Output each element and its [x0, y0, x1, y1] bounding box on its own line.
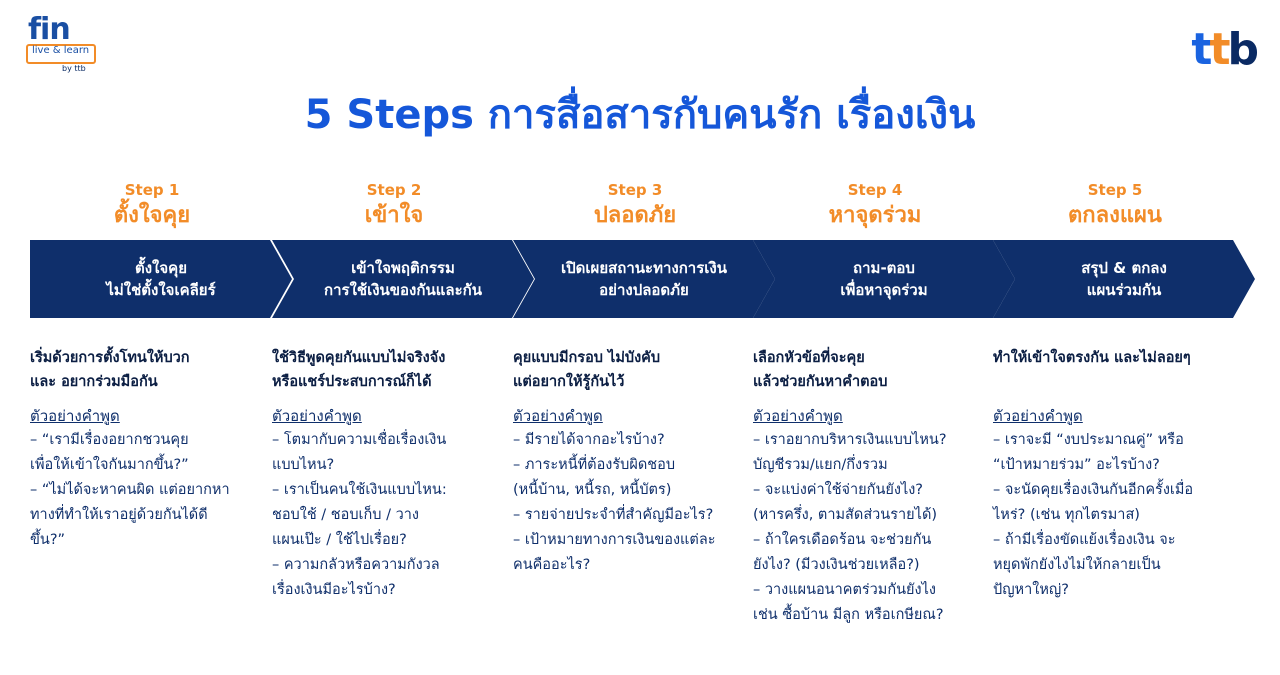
step-column-5: Step 5 ตกลงแผน สรุป & ตกลง แผนร่วมกัน ทำ… [993, 180, 1255, 603]
step-banner-text: เข้าใจพฤติกรรม การใช้เงินของกันและกัน [324, 259, 482, 299]
example-item: – ถ้าใครเดือดร้อน จะช่วยกัน ยังไง? (มีวง… [753, 532, 932, 573]
fin-logo-byline: by ttb [62, 64, 86, 73]
step-title: หาจุดร่วม [828, 203, 922, 228]
step-summary: ทำให้เข้าใจตรงกัน และไม่ลอยๆ [993, 350, 1191, 366]
step-chevron-banner: เปิดเผยสถานะทางการเงิน อย่างปลอดภัย [513, 240, 775, 318]
example-item: – เราอยากบริหารเงินแบบไหน? บัญชีรวม/แยก/… [753, 432, 947, 473]
step-banner-text: ตั้งใจคุย ไม่ใช่ตั้งใจเคลียร์ [106, 259, 216, 299]
example-item: – เราจะมี “งบประมาณคู่” หรือ “เป้าหมายร่… [993, 432, 1184, 473]
example-heading: ตัวอย่างคำพูด [272, 407, 362, 425]
example-heading: ตัวอย่างคำพูด [753, 407, 843, 425]
example-item: – วางแผนอนาคตร่วมกันยังไง เช่น ซื้อบ้าน … [753, 582, 944, 623]
example-item: – “เรามีเรื่องอยากชวนคุย เพื่อให้เข้าใจก… [30, 432, 189, 473]
step-column-4: Step 4 หาจุดร่วม ถาม-ตอบ เพื่อหาจุดร่วม … [753, 180, 1015, 628]
example-item: – รายจ่ายประจำที่สำคัญมีอะไร? [513, 507, 714, 523]
step-banner-text: สรุป & ตกลง แผนร่วมกัน [1081, 259, 1167, 299]
step-column-2: Step 2 เข้าใจ เข้าใจพฤติกรรม การใช้เงินข… [272, 180, 534, 603]
example-heading: ตัวอย่างคำพูด [993, 407, 1083, 425]
step-label: Step 3 [607, 181, 663, 199]
step-chevron-banner: สรุป & ตกลง แผนร่วมกัน [993, 240, 1255, 318]
example-item: – ถ้ามีเรื่องขัดแย้งเรื่องเงิน จะ หยุดพั… [993, 532, 1176, 598]
example-item: – เป้าหมายทางการเงินของแต่ละ คนคืออะไร? [513, 532, 716, 573]
step-label: Step 1 [124, 181, 180, 199]
ttb-logo-t1: t [1191, 24, 1212, 75]
page-title: 5 Steps การสื่อสารกับคนรัก เรื่องเงิน [304, 92, 976, 138]
step-summary: เลือกหัวข้อที่จะคุย แล้วช่วยกันหาคำตอบ [753, 350, 888, 390]
example-list: – เราจะมี “งบประมาณคู่” หรือ “เป้าหมายร่… [993, 428, 1237, 603]
step-title: ปลอดภัย [593, 203, 677, 228]
step-chevron-banner: ถาม-ตอบ เพื่อหาจุดร่วม [753, 240, 1015, 318]
fin-live-learn-logo: fin live & learn by ttb [24, 12, 100, 74]
fin-logo-tagline: live & learn [32, 45, 90, 56]
step-title: ตั้งใจคุย [113, 203, 191, 228]
example-item: – เราเป็นคนใช้เงินแบบไหน: ชอบใช้ / ชอบเก… [272, 482, 447, 548]
step-summary: เริ่มด้วยการตั้งโทนให้บวก และ อยากร่วมมื… [30, 350, 190, 390]
example-list: – มีรายได้จากอะไรบ้าง? – ภาระหนี้ที่ต้อง… [513, 428, 757, 578]
example-heading: ตัวอย่างคำพูด [513, 407, 603, 425]
example-item: – มีรายได้จากอะไรบ้าง? [513, 432, 665, 448]
fin-logo-word: fin [28, 12, 71, 47]
step-column-1: Step 1 ตั้งใจคุย ตั้งใจคุย ไม่ใช่ตั้งใจเ… [30, 180, 292, 553]
step-title: เข้าใจ [364, 203, 424, 228]
example-item: – โตมากับความเชื่อเรื่องเงิน แบบไหน? [272, 432, 447, 473]
ttb-logo-t2: t [1209, 24, 1230, 75]
example-item: – จะแบ่งค่าใช้จ่ายกันยังไง? (หารครึ่ง, ต… [753, 482, 938, 523]
step-banner-text: เปิดเผยสถานะทางการเงิน อย่างปลอดภัย [561, 259, 727, 299]
step-label: Step 5 [1087, 181, 1143, 199]
step-chevron-banner: เข้าใจพฤติกรรม การใช้เงินของกันและกัน [272, 240, 534, 318]
example-item: – ความกลัวหรือความกังวล เรื่องเงินมีอะไร… [272, 557, 440, 598]
step-summary: คุยแบบมีกรอบ ไม่บังคับ แต่อยากให้รู้กันไ… [513, 350, 661, 390]
step-summary: ใช้วิธีพูดคุยกันแบบไม่จริงจัง หรือแชร์ปร… [272, 350, 446, 390]
step-label: Step 4 [847, 181, 903, 199]
example-item: – จะนัดคุยเรื่องเงินกันอีกครั้งเมื่อ ไหร… [993, 482, 1194, 523]
example-item: – “ไม่ได้จะหาคนผิด แต่อยากหา ทางที่ทำให้… [30, 482, 230, 548]
speech-bubble-icon [26, 44, 96, 64]
example-list: – เราอยากบริหารเงินแบบไหน? บัญชีรวม/แยก/… [753, 428, 997, 628]
example-list: – “เรามีเรื่องอยากชวนคุย เพื่อให้เข้าใจก… [30, 428, 274, 553]
example-list: – โตมากับความเชื่อเรื่องเงิน แบบไหน? – เ… [272, 428, 516, 603]
example-item: – ภาระหนี้ที่ต้องรับผิดชอบ (หนี้บ้าน, หน… [513, 457, 676, 498]
step-chevron-banner: ตั้งใจคุย ไม่ใช่ตั้งใจเคลียร์ [30, 240, 292, 318]
step-title: ตกลงแผน [1068, 203, 1162, 228]
example-heading: ตัวอย่างคำพูด [30, 407, 120, 425]
step-column-3: Step 3 ปลอดภัย เปิดเผยสถานะทางการเงิน อย… [513, 180, 775, 578]
step-label: Step 2 [366, 181, 422, 199]
ttb-logo-b: b [1227, 24, 1259, 75]
step-banner-text: ถาม-ตอบ เพื่อหาจุดร่วม [840, 259, 928, 299]
